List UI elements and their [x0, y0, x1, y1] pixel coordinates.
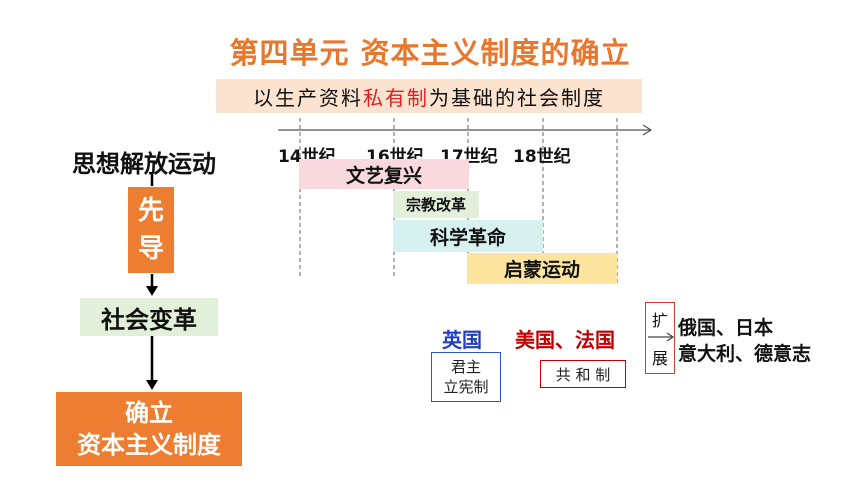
event-scientific-revolution: 科学革命: [393, 220, 543, 252]
country-us-france: 美国、法国: [515, 328, 615, 352]
uk-system-line-2: 立宪制: [443, 378, 489, 396]
subtitle-banner: 以生产资料私有制为基础的社会制度: [216, 79, 642, 113]
thought-liberation-label: 思想解放运动: [72, 150, 216, 178]
social-reform-box: 社会变革: [80, 298, 218, 336]
event-enlightenment: 启蒙运动: [467, 253, 617, 284]
expand-char-1: 扩: [651, 311, 668, 330]
uk-system-line-1: 君主: [450, 358, 481, 376]
century-18: 18世纪: [513, 147, 571, 167]
subtitle-before: 以生产资料: [253, 85, 363, 110]
establish-line-2: 资本主义制度: [77, 431, 221, 459]
lead-char-2: 导: [137, 234, 164, 264]
other-countries-line-1: 俄国、日本: [678, 317, 774, 339]
lead-char-1: 先: [137, 196, 164, 226]
other-countries: 俄国、日本 意大利、德意志: [678, 315, 811, 367]
expand-char-2: 展: [651, 349, 668, 368]
subtitle-after: 为基础的社会制度: [429, 85, 605, 110]
expand-box: 扩 展: [645, 302, 675, 374]
event-reformation: 宗教改革: [393, 191, 479, 218]
republic-box: 共 和 制: [540, 360, 626, 388]
page-title: 第四单元 资本主义制度的确立: [229, 36, 631, 70]
establish-capitalism-box: 确立 资本主义制度: [56, 392, 242, 466]
expand-arrow-icon: [648, 332, 675, 342]
uk-system-box: 君主 立宪制: [431, 352, 501, 402]
country-uk: 英国: [442, 328, 482, 352]
other-countries-line-2: 意大利、德意志: [678, 343, 812, 365]
subtitle-highlight: 私有制: [363, 85, 429, 110]
event-renaissance: 文艺复兴: [299, 159, 469, 189]
lead-box: 先 导: [128, 187, 174, 273]
establish-line-1: 确立: [125, 399, 173, 427]
